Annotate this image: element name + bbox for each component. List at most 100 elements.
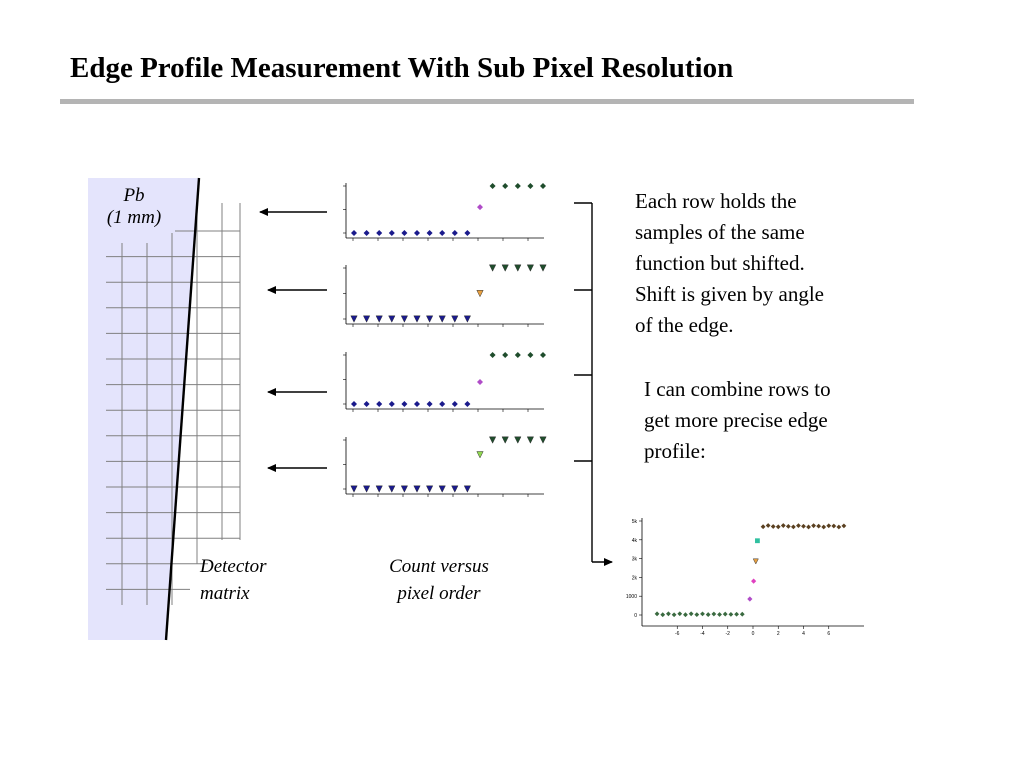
data-point — [688, 611, 694, 617]
data-point — [463, 315, 472, 323]
data-point — [464, 401, 471, 407]
detector-label-line2: matrix — [200, 583, 250, 604]
data-point — [488, 264, 497, 272]
slide-title: Edge Profile Measurement With Sub Pixel … — [70, 52, 734, 84]
data-point — [666, 611, 671, 617]
data-point — [527, 352, 534, 358]
x-tick-label: 4 — [802, 631, 805, 637]
data-point — [400, 485, 409, 493]
x-tick-label: -2 — [726, 631, 731, 637]
data-point — [426, 230, 433, 236]
data-point — [426, 401, 433, 407]
data-point — [413, 485, 421, 493]
data-point — [413, 315, 421, 323]
data-point — [796, 523, 801, 529]
data-point — [451, 485, 459, 493]
data-point — [425, 315, 434, 323]
data-point — [501, 264, 509, 272]
detector-matrix — [106, 203, 241, 605]
data-point — [350, 485, 358, 493]
lead-edge-line — [164, 177, 201, 641]
data-point — [526, 264, 535, 272]
data-point — [801, 523, 806, 529]
pb-label: Pb (1 mm) — [98, 185, 170, 229]
data-point — [780, 523, 786, 528]
y-tick-label: 0 — [634, 613, 637, 619]
data-point — [755, 538, 760, 544]
data-point — [489, 183, 496, 189]
data-point — [502, 352, 509, 358]
data-point — [502, 183, 509, 189]
data-point — [388, 401, 395, 407]
y-tick-label: 5k — [632, 519, 638, 525]
data-point — [539, 436, 547, 444]
lead-sheet — [88, 178, 199, 640]
row-plot — [343, 183, 546, 241]
row-plot — [343, 264, 547, 327]
title-underline — [60, 99, 914, 104]
data-point — [760, 524, 766, 530]
data-point — [751, 578, 757, 584]
data-point — [362, 315, 371, 323]
row-plot — [343, 436, 547, 497]
data-point — [739, 611, 745, 617]
data-point — [831, 523, 837, 529]
data-point — [694, 612, 700, 618]
data-point — [451, 315, 459, 323]
data-point — [717, 612, 722, 617]
data-point — [514, 352, 521, 358]
data-point — [671, 612, 677, 618]
data-point — [477, 204, 483, 211]
count-label-line1: Count versus — [389, 556, 489, 577]
data-point — [376, 401, 383, 407]
data-point — [785, 523, 791, 529]
x-tick-label: -6 — [675, 631, 680, 637]
data-point — [791, 524, 796, 530]
data-point — [363, 401, 370, 407]
data-point — [765, 523, 771, 528]
data-point — [700, 611, 705, 617]
data-point — [439, 230, 446, 236]
pb-label-line2: (1 mm) — [106, 207, 162, 228]
detector-label-line1: Detector — [200, 556, 267, 577]
pb-label-line1: Pb — [123, 185, 145, 206]
data-point — [400, 315, 409, 323]
data-point — [747, 596, 753, 602]
row-plot — [343, 352, 546, 412]
y-tick-label: 3k — [632, 557, 638, 563]
x-tick-label: 6 — [827, 631, 830, 637]
data-point — [351, 230, 357, 236]
data-point — [438, 315, 446, 323]
y-tick-label: 1000 — [626, 594, 637, 600]
data-point — [376, 230, 383, 236]
data-point — [677, 611, 683, 617]
data-point — [414, 401, 420, 407]
data-point — [388, 485, 396, 493]
data-point — [806, 524, 811, 530]
data-point — [775, 524, 781, 530]
data-point — [711, 611, 717, 617]
data-point — [414, 230, 420, 236]
data-point — [388, 230, 395, 236]
data-point — [770, 524, 776, 529]
data-point — [540, 352, 546, 358]
x-tick-label: 0 — [752, 631, 755, 637]
x-tick-label: -4 — [700, 631, 705, 637]
data-point — [439, 401, 446, 407]
y-tick-label: 4k — [632, 538, 638, 544]
data-point — [477, 378, 483, 385]
data-point — [734, 611, 739, 617]
data-point — [722, 611, 728, 617]
data-point — [821, 524, 827, 530]
x-tick-label: 2 — [777, 631, 780, 637]
data-point — [705, 612, 711, 617]
data-point — [540, 183, 546, 189]
data-point — [401, 401, 408, 407]
data-point — [350, 315, 358, 323]
data-point — [527, 183, 534, 189]
explanation-paragraph: Each row holds the samples of the same f… — [635, 189, 824, 337]
data-point — [728, 611, 734, 617]
combine-bracket — [574, 202, 613, 566]
data-point — [438, 485, 446, 493]
